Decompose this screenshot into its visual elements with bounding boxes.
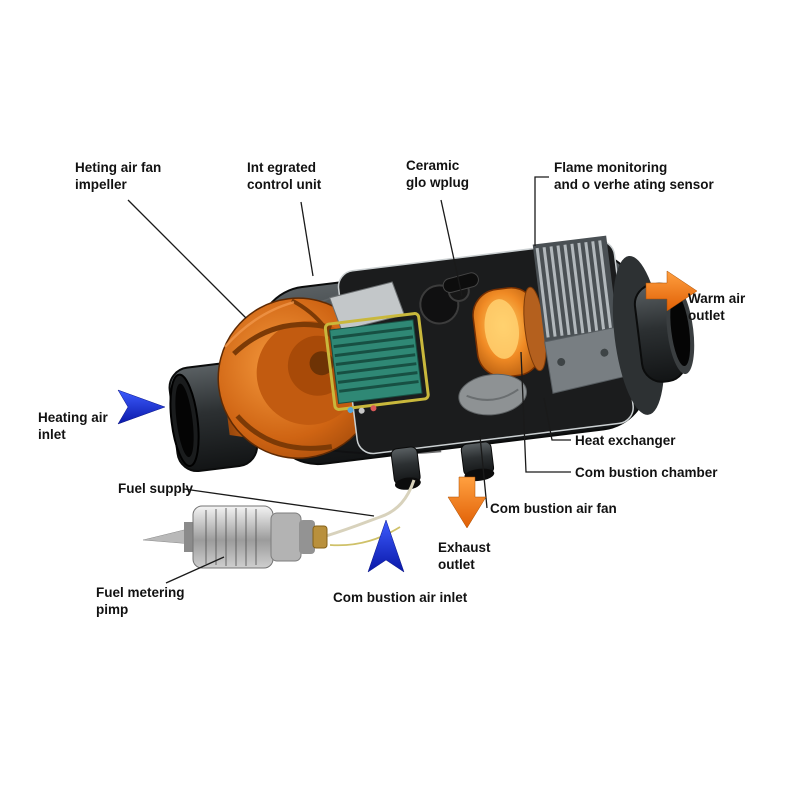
heater-unit xyxy=(168,235,695,490)
fuel-metering-pump xyxy=(142,505,328,569)
label-integrated-control-unit: Int egrated control unit xyxy=(247,160,322,192)
integrated-control-unit xyxy=(323,281,430,414)
label-combustion-air-inlet: Com bustion air inlet xyxy=(333,590,468,605)
ceramic-glow-plug xyxy=(419,272,479,325)
leader-combustion-air-fan xyxy=(479,435,488,509)
leader-combustion-chamber xyxy=(520,351,571,473)
label-combustion-air-fan: Com bustion air fan xyxy=(490,501,617,516)
leader-fuel-pump xyxy=(165,556,225,584)
label-heat-exchanger: Heat exchanger xyxy=(575,433,676,448)
label-fuel-metering-pump: Fuel metering pimp xyxy=(96,585,185,617)
leader-impeller xyxy=(127,199,247,319)
leader-heat-exchanger xyxy=(543,397,571,441)
heat-exchanger xyxy=(532,235,627,394)
leader-lines xyxy=(127,176,571,584)
combustion-chamber xyxy=(472,286,547,378)
fuel-line xyxy=(325,479,416,547)
heating-air-inlet-arrow xyxy=(117,389,166,425)
label-ceramic-glow-plug: Ceramic glo wplug xyxy=(406,158,469,190)
label-combustion-chamber: Com bustion chamber xyxy=(575,465,718,480)
combustion-air-inlet-pipe xyxy=(390,446,421,490)
leader-glow-plug xyxy=(440,199,463,297)
leader-flame-sensor xyxy=(534,176,549,246)
label-warm-air-outlet: Warm air outlet xyxy=(688,291,746,323)
label-fuel-supply: Fuel supply xyxy=(118,481,194,496)
leader-fuel-supply xyxy=(183,488,375,517)
label-heating-air-inlet: Heating air inlet xyxy=(38,410,108,442)
label-flame-monitoring-sensor: Flame monitoring and o verhe ating senso… xyxy=(554,160,714,192)
label-heating-air-fan-impeller: Heting air fan impeller xyxy=(75,160,162,192)
leader-control-unit xyxy=(300,201,314,277)
exhaust-outlet-arrow xyxy=(447,476,487,529)
label-exhaust-outlet: Exhaust outlet xyxy=(438,540,491,572)
combustion-air-fan xyxy=(458,373,528,416)
warm-air-outlet-arrow xyxy=(645,270,698,312)
combustion-air-inlet-arrow xyxy=(367,519,405,573)
exhaust-pipe xyxy=(460,441,495,482)
